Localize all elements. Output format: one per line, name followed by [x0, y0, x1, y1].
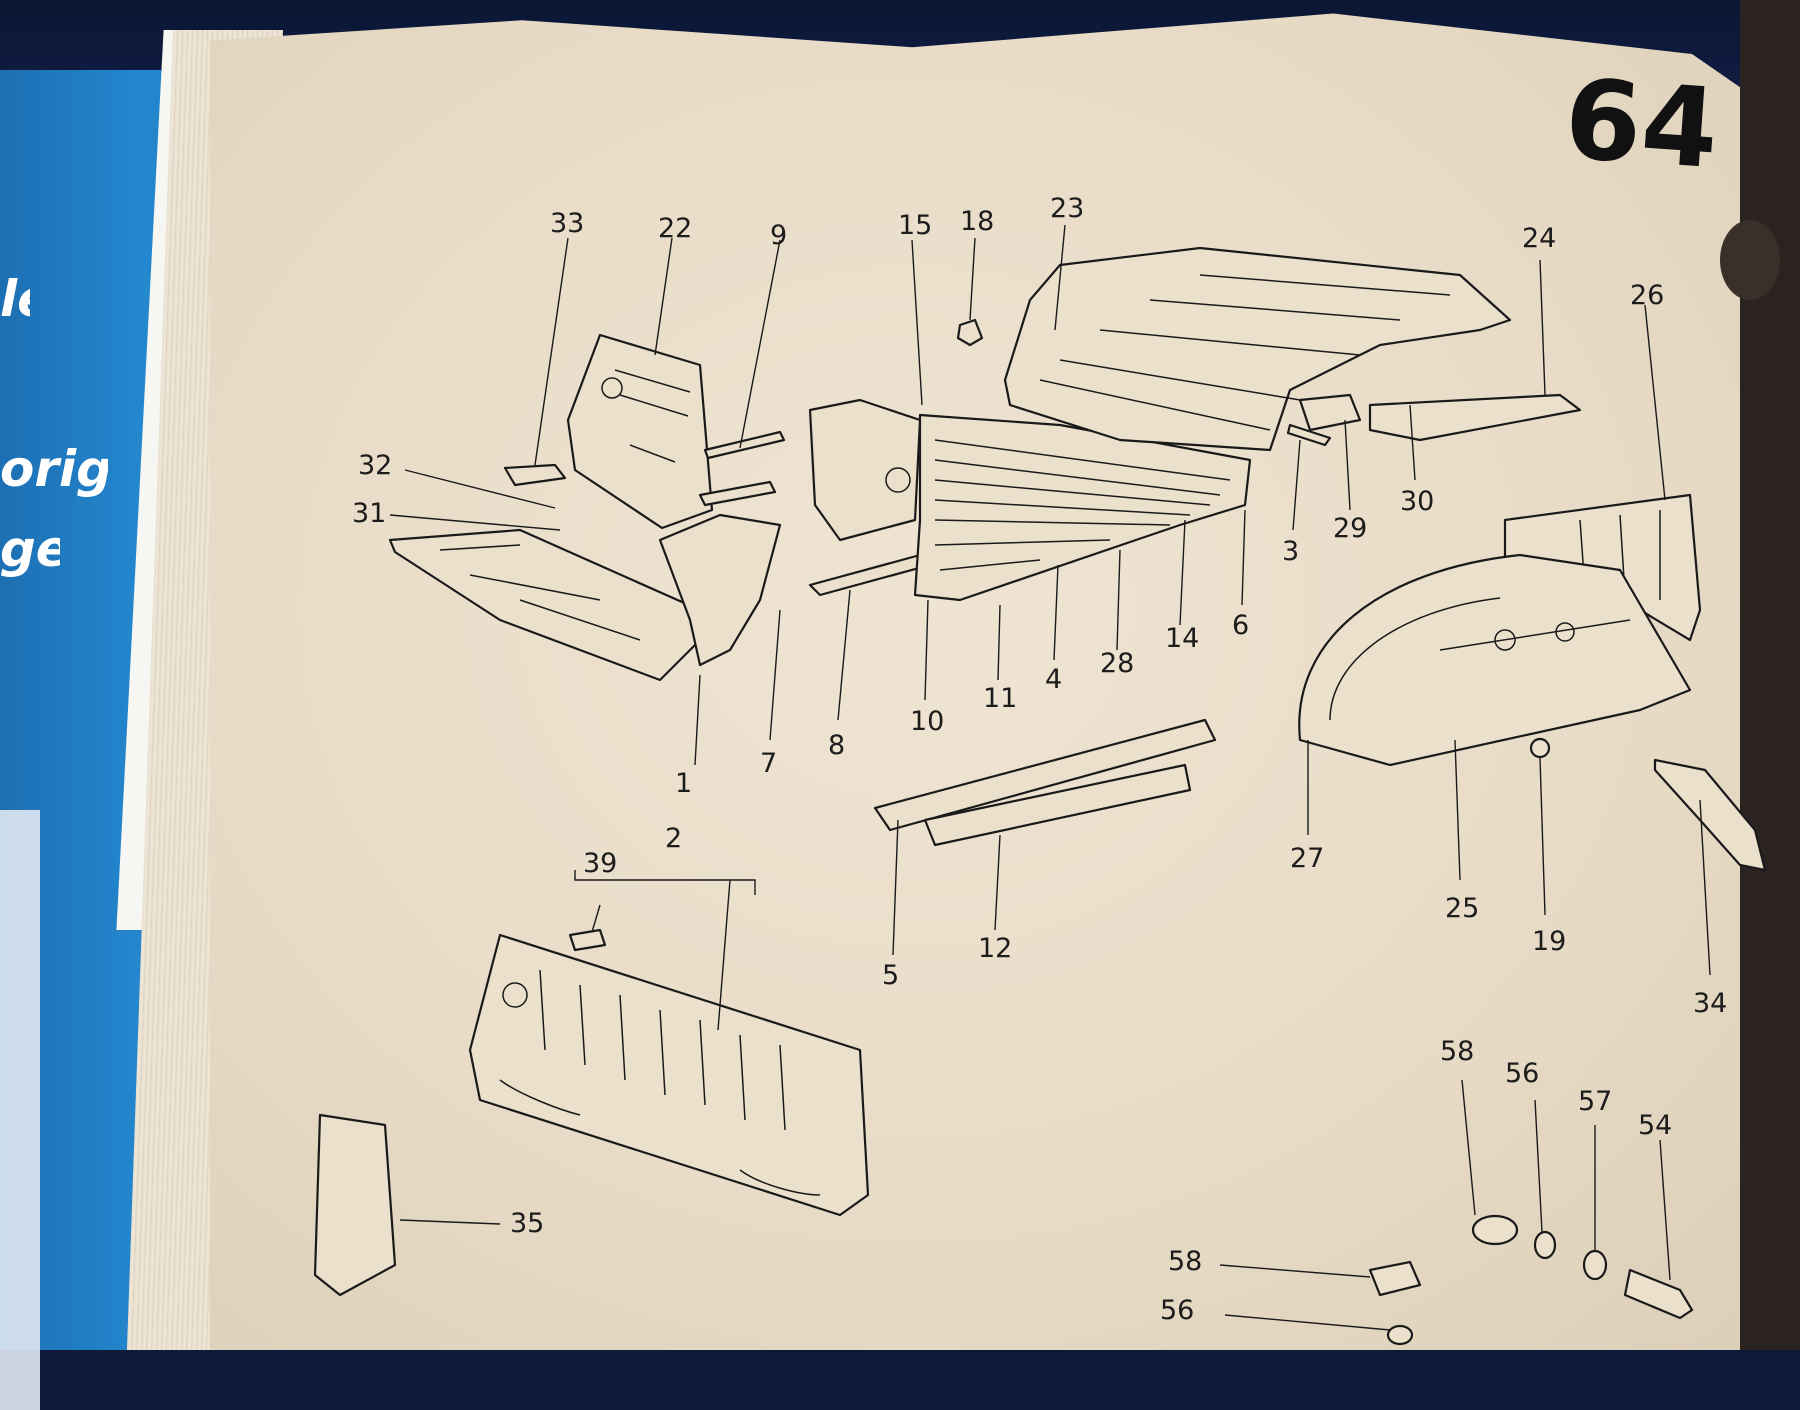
part-label: 5 [882, 960, 900, 991]
part-front-floor [388, 528, 702, 682]
part-label: 23 [1050, 193, 1085, 224]
part-label: 18 [960, 206, 995, 237]
part-rear-support [1368, 393, 1582, 442]
part-label: 58 [1440, 1036, 1475, 1067]
part-label: 8 [828, 730, 846, 761]
part-label: 22 [658, 213, 693, 244]
part-label: 6 [1232, 610, 1250, 641]
part-label: 54 [1638, 1110, 1673, 1141]
part-label: 29 [1333, 513, 1368, 544]
side-book-text: origin [0, 440, 108, 498]
part-seat-box [808, 398, 922, 542]
part-label: 19 [1532, 926, 1567, 957]
leader-lines [389, 224, 1711, 1331]
part-hinge-58b [1368, 1260, 1422, 1297]
part-crossmember [808, 553, 932, 597]
part-sill-outer [873, 718, 1217, 832]
part-tunnel [658, 513, 782, 667]
part-3 [1286, 423, 1332, 447]
part-label: 30 [1400, 486, 1435, 517]
part-washer-56b [1386, 1324, 1414, 1346]
part-29 [1298, 393, 1362, 432]
part-seat-panel [566, 333, 714, 530]
part-label: 34 [1693, 988, 1728, 1019]
part-wheel-housing [1298, 553, 1692, 767]
part-label: 56 [1160, 1295, 1195, 1326]
part-label: 15 [898, 210, 933, 241]
part-label: 4 [1045, 664, 1063, 695]
part-label: 11 [983, 683, 1018, 714]
side-book-text: gen [0, 520, 60, 578]
part-strip-9b [703, 430, 786, 460]
part-label: 28 [1100, 648, 1135, 679]
part-label: 32 [358, 450, 393, 481]
part-sill-inner [923, 763, 1192, 847]
side-book-text: le [0, 270, 30, 328]
part-clip [568, 928, 607, 952]
part-bracket-34 [1653, 758, 1767, 872]
part-label: 27 [1290, 843, 1325, 874]
part-label: 25 [1445, 893, 1480, 924]
part-label: 35 [510, 1208, 545, 1239]
part-bolt-54 [1623, 1268, 1694, 1320]
part-hinge-58 [1471, 1214, 1519, 1246]
part-label: 10 [910, 706, 945, 737]
part-label: 2 [665, 823, 683, 854]
exploded-parts-diagram [313, 224, 1767, 1346]
part-label: 39 [583, 848, 618, 879]
binder-ring-hole [1720, 220, 1780, 300]
part-strip-9 [698, 480, 777, 507]
part-grommet [956, 318, 984, 347]
part-label: 33 [550, 208, 585, 239]
part-rear-wall [468, 933, 870, 1217]
cover-strip [0, 810, 40, 1410]
part-label: 9 [770, 220, 788, 251]
part-pillar [313, 1113, 397, 1297]
part-bracket-33 [503, 463, 567, 487]
part-label: 57 [1578, 1086, 1613, 1117]
part-washer-57 [1582, 1249, 1608, 1281]
part-label: 31 [352, 498, 387, 529]
part-plug [1529, 737, 1551, 759]
part-label: 58 [1168, 1246, 1203, 1277]
part-label: 7 [760, 748, 778, 779]
part-label: 3 [1282, 536, 1300, 567]
part-label: 26 [1630, 280, 1665, 311]
part-label: 24 [1522, 223, 1557, 254]
part-label: 56 [1505, 1058, 1540, 1089]
part-label: 1 [675, 768, 693, 799]
part-label: 14 [1165, 623, 1200, 654]
part-rear-floor [1003, 246, 1512, 452]
part-label: 12 [978, 933, 1013, 964]
part-washer-56 [1533, 1230, 1557, 1260]
